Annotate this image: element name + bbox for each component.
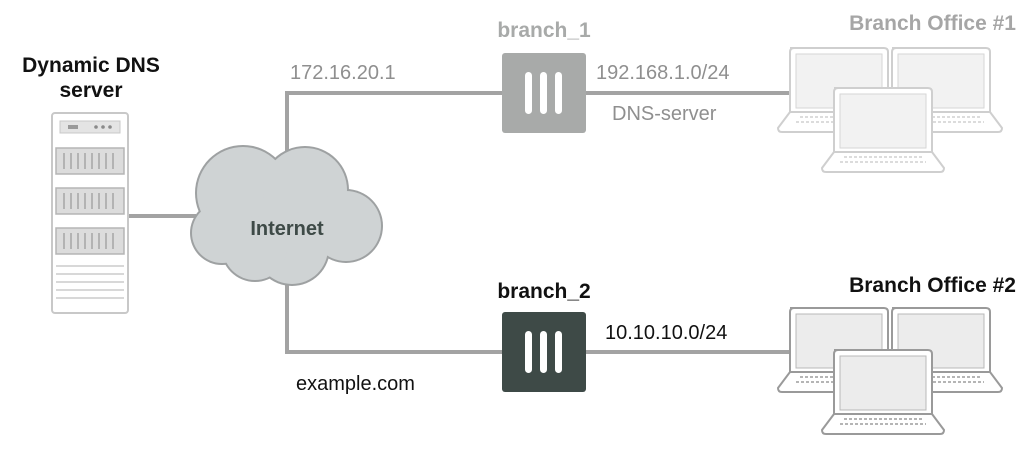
branch1-lan-role: DNS-server xyxy=(612,103,717,125)
branch1-device-label: branch_1 xyxy=(497,19,591,42)
link-internet-branch2 xyxy=(285,282,502,354)
dns-server-label-line2: server xyxy=(59,79,122,102)
links xyxy=(128,91,790,354)
dns-server-icon xyxy=(51,112,129,314)
branch2-wan-name: example.com xyxy=(296,373,415,395)
branch-office-1-label: Branch Office #1 xyxy=(849,12,1016,35)
branch2-lan-subnet: 10.10.10.0/24 xyxy=(605,322,727,344)
branch-office-2-laptops xyxy=(777,307,1003,435)
branch-office-2-label: Branch Office #2 xyxy=(849,274,1016,297)
branch2-firewall-icon xyxy=(502,312,586,392)
internet-label: Internet xyxy=(250,218,324,240)
branch1-wan-ip: 172.16.20.1 xyxy=(290,62,396,84)
branch1-firewall-icon xyxy=(502,53,586,133)
cloud-icon xyxy=(190,145,383,286)
laptop-icon xyxy=(821,87,945,173)
branch-office-1-laptops xyxy=(777,47,1003,173)
laptop-icon xyxy=(821,349,945,435)
dns-server-label-line1: Dynamic DNS xyxy=(22,54,160,77)
branch2-device-label: branch_2 xyxy=(497,280,590,303)
link-internet-branch1 xyxy=(285,91,502,158)
branch1-lan-subnet: 192.168.1.0/24 xyxy=(596,62,729,84)
